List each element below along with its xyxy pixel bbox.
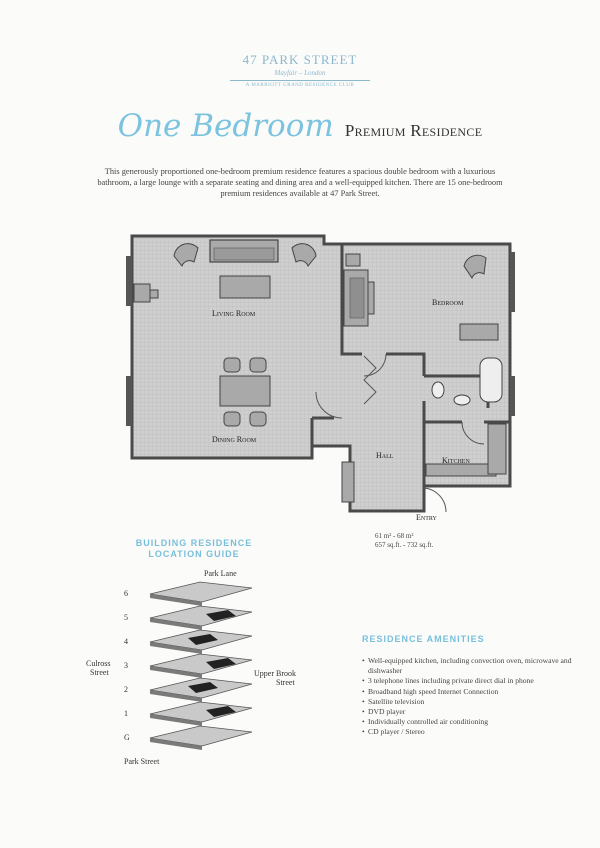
dining-room-label: Dining Room [212, 435, 257, 444]
floor-plan: Living Room Bedroom Dining Room Hall Kit… [126, 234, 515, 522]
amenity-text: Individually controlled air conditioning [368, 717, 488, 727]
living-room-label: Living Room [212, 309, 256, 318]
street-left-2: Street [90, 668, 109, 677]
bullet-icon: • [362, 707, 365, 717]
floor-stack: 6 5 4 3 2 1G [124, 581, 253, 750]
residence-highlight [206, 706, 236, 717]
amenity-item: •CD player / Stereo [362, 727, 592, 737]
residence-highlight [188, 634, 218, 645]
amenity-item: •DVD player [362, 707, 592, 717]
floor-level: G [124, 725, 253, 750]
floor-edge [150, 738, 202, 750]
floor-area [130, 234, 512, 513]
floor-label: 5 [124, 613, 128, 622]
armchair [463, 254, 487, 280]
brand-location: Mayfair – London [274, 69, 326, 77]
bullet-icon: • [362, 727, 365, 737]
floor-level: 1 [124, 701, 253, 726]
brand-club: A MARRIOTT GRAND RESIDENCE CLUB [245, 83, 355, 88]
street-bottom: Park Street [124, 757, 160, 766]
bedroom-label: Bedroom [432, 298, 464, 307]
floor-level: 6 [124, 581, 253, 606]
floor-level: 2 [124, 677, 253, 702]
street-top: Park Lane [204, 569, 237, 578]
brand-name: 47 PARK STREET [242, 52, 358, 67]
amenity-item: •Satellite television [362, 697, 592, 707]
amenity-text: Broadband high speed Internet Connection [368, 686, 499, 696]
residence-highlight [206, 610, 236, 621]
street-left-1: Culross [86, 659, 110, 668]
floor-level: 5 [124, 605, 253, 630]
floor-edge [150, 690, 202, 702]
coffee-table [219, 275, 271, 299]
area-imperial: 657 sq.ft. - 732 sq.ft. [375, 541, 434, 549]
title-script: One Bedroom [117, 108, 334, 144]
brand-divider [230, 80, 370, 81]
window [510, 252, 515, 312]
area-metric: 61 m² - 68 m² [375, 532, 414, 540]
intro-paragraph: This generously proportioned one-bedroom… [97, 167, 503, 198]
floor-edge [150, 642, 202, 654]
floor-edge [150, 618, 202, 630]
window [126, 256, 132, 306]
page-title: One Bedroom Premium Residence [0, 108, 600, 144]
window [510, 376, 515, 416]
entry-label: Entry [416, 513, 438, 522]
floor-edge [150, 666, 202, 678]
amenities-title: RESIDENCE AMENITIES [362, 634, 485, 644]
guide-title-line1: BUILDING RESIDENCE [135, 538, 253, 548]
bullet-icon: • [362, 686, 365, 696]
floor-edge [150, 714, 202, 726]
floor-label: 6 [124, 589, 128, 598]
dining-table [219, 375, 271, 407]
amenity-item: •Well-equipped kitchen, including convec… [362, 656, 592, 676]
bathtub [479, 357, 503, 403]
street-right-1: Upper Brook [254, 669, 296, 678]
amenity-text: DVD player [368, 707, 406, 717]
bullet-icon: • [362, 656, 365, 665]
amenity-item: •Broadband high speed Internet Connectio… [362, 687, 592, 697]
bullet-icon: • [362, 696, 365, 706]
guide-title-line2: LOCATION GUIDE [148, 549, 240, 559]
floor-label: G [124, 733, 130, 742]
amenity-text: CD player / Stereo [368, 727, 425, 737]
brand-block: 47 PARK STREET Mayfair – London A MARRIO… [0, 52, 600, 88]
street-right-2: Street [276, 678, 295, 687]
armchair [173, 243, 199, 268]
floor-label: 3 [124, 661, 128, 670]
floor-level: 3 [124, 653, 253, 678]
guide-title: BUILDING RESIDENCE LOCATION GUIDE [104, 538, 284, 560]
floor-slab [149, 581, 253, 603]
hall-label: Hall [376, 451, 394, 460]
amenity-item: •Individually controlled air conditionin… [362, 717, 592, 727]
armchair [291, 243, 317, 268]
bullet-icon: • [362, 676, 365, 686]
amenity-text: 3 telephone lines including private dire… [368, 676, 534, 686]
floor-label: 2 [124, 685, 128, 694]
floor-level: 4 [124, 629, 253, 654]
residence-highlight [206, 658, 236, 669]
title-main: Premium Residence [344, 121, 483, 140]
kitchen-label: Kitchen [442, 456, 470, 465]
amenity-text: Well-equipped kitchen, including convect… [368, 656, 572, 676]
window [126, 376, 132, 426]
residence-highlight [188, 682, 218, 693]
floor-edge [150, 594, 202, 606]
area-block: 61 m² - 68 m² 657 sq.ft. - 732 sq.ft. [375, 532, 433, 550]
building-guide: Park Lane 6 5 4 3 2 1G Culross Street Upper B… [86, 569, 296, 766]
amenity-item: •3 telephone lines including private dir… [362, 676, 592, 686]
floor-label: 1 [124, 709, 128, 718]
floor-label: 4 [124, 637, 128, 646]
bullet-icon: • [362, 717, 365, 727]
amenity-text: Satellite television [368, 696, 425, 706]
amenities-list: •Well-equipped kitchen, including convec… [362, 656, 592, 738]
floor-slab [149, 725, 253, 747]
